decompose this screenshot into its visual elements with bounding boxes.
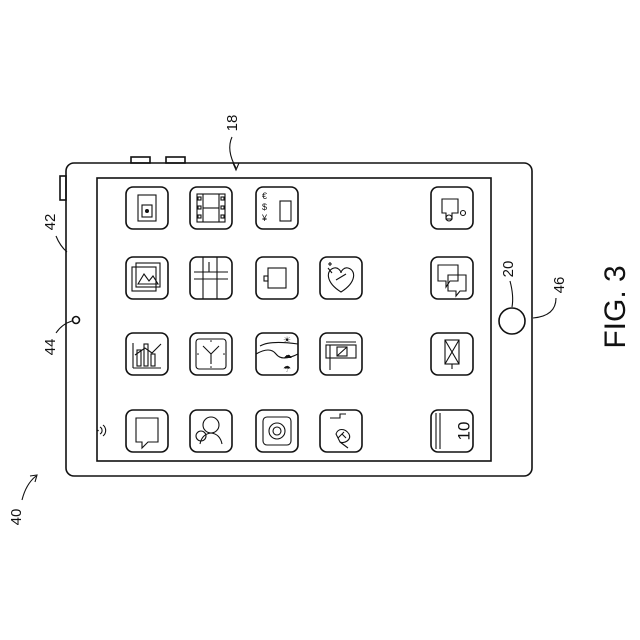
- mail-icon[interactable]: [431, 333, 473, 375]
- contacts-icon[interactable]: [190, 410, 232, 452]
- health-heart-icon[interactable]: [320, 257, 362, 299]
- compass-icon[interactable]: [320, 410, 362, 452]
- svg-text:☂: ☂: [283, 364, 291, 374]
- ref-label-camera: 44: [42, 339, 59, 356]
- leader-camera: [56, 321, 72, 333]
- music-note-icon[interactable]: [431, 187, 473, 229]
- square-app-icon[interactable]: [256, 257, 298, 299]
- ref-label-home-button: 20: [500, 261, 517, 278]
- ref-label-display: 18: [224, 115, 241, 132]
- leader-home-button-area: [533, 298, 556, 318]
- chart-icon[interactable]: [126, 333, 168, 375]
- ref-label-housing-side: 42: [42, 214, 59, 231]
- photo-icon[interactable]: [126, 187, 168, 229]
- leader-home-button: [510, 281, 513, 307]
- wifi-signal-icon: [97, 425, 105, 436]
- leader-device: [22, 476, 36, 500]
- svg-text:☀: ☀: [283, 335, 291, 345]
- camera-lens: [73, 317, 80, 324]
- volume-button-1[interactable]: [131, 157, 150, 163]
- svg-text:¥: ¥: [261, 213, 268, 223]
- svg-text:☁: ☁: [283, 350, 292, 360]
- svg-text:$: $: [262, 202, 267, 212]
- message-bubble-icon[interactable]: [126, 410, 168, 452]
- gallery-icon[interactable]: [126, 257, 168, 299]
- ref-label-device: 40: [8, 509, 25, 526]
- store-icon[interactable]: [320, 333, 362, 375]
- volume-button-2[interactable]: [166, 157, 185, 163]
- camera-app-icon[interactable]: [256, 410, 298, 452]
- ref-label-home-button-area: 46: [551, 277, 568, 294]
- clock-icon[interactable]: [190, 333, 232, 375]
- figure-caption: FIG. 3: [599, 265, 632, 348]
- map-icon[interactable]: [190, 257, 232, 299]
- calendar-date-label: 10: [454, 422, 473, 441]
- weather-icon[interactable]: ☀ ☁ ☂: [256, 333, 298, 375]
- svg-text:€: €: [262, 191, 267, 201]
- film-icon[interactable]: [190, 187, 232, 229]
- currency-exchange-icon[interactable]: € $ ¥: [256, 187, 298, 229]
- calendar-icon[interactable]: 10: [431, 410, 473, 452]
- home-button[interactable]: [499, 308, 525, 334]
- side-switch[interactable]: [60, 176, 66, 200]
- chat-bubbles-icon[interactable]: [431, 257, 473, 299]
